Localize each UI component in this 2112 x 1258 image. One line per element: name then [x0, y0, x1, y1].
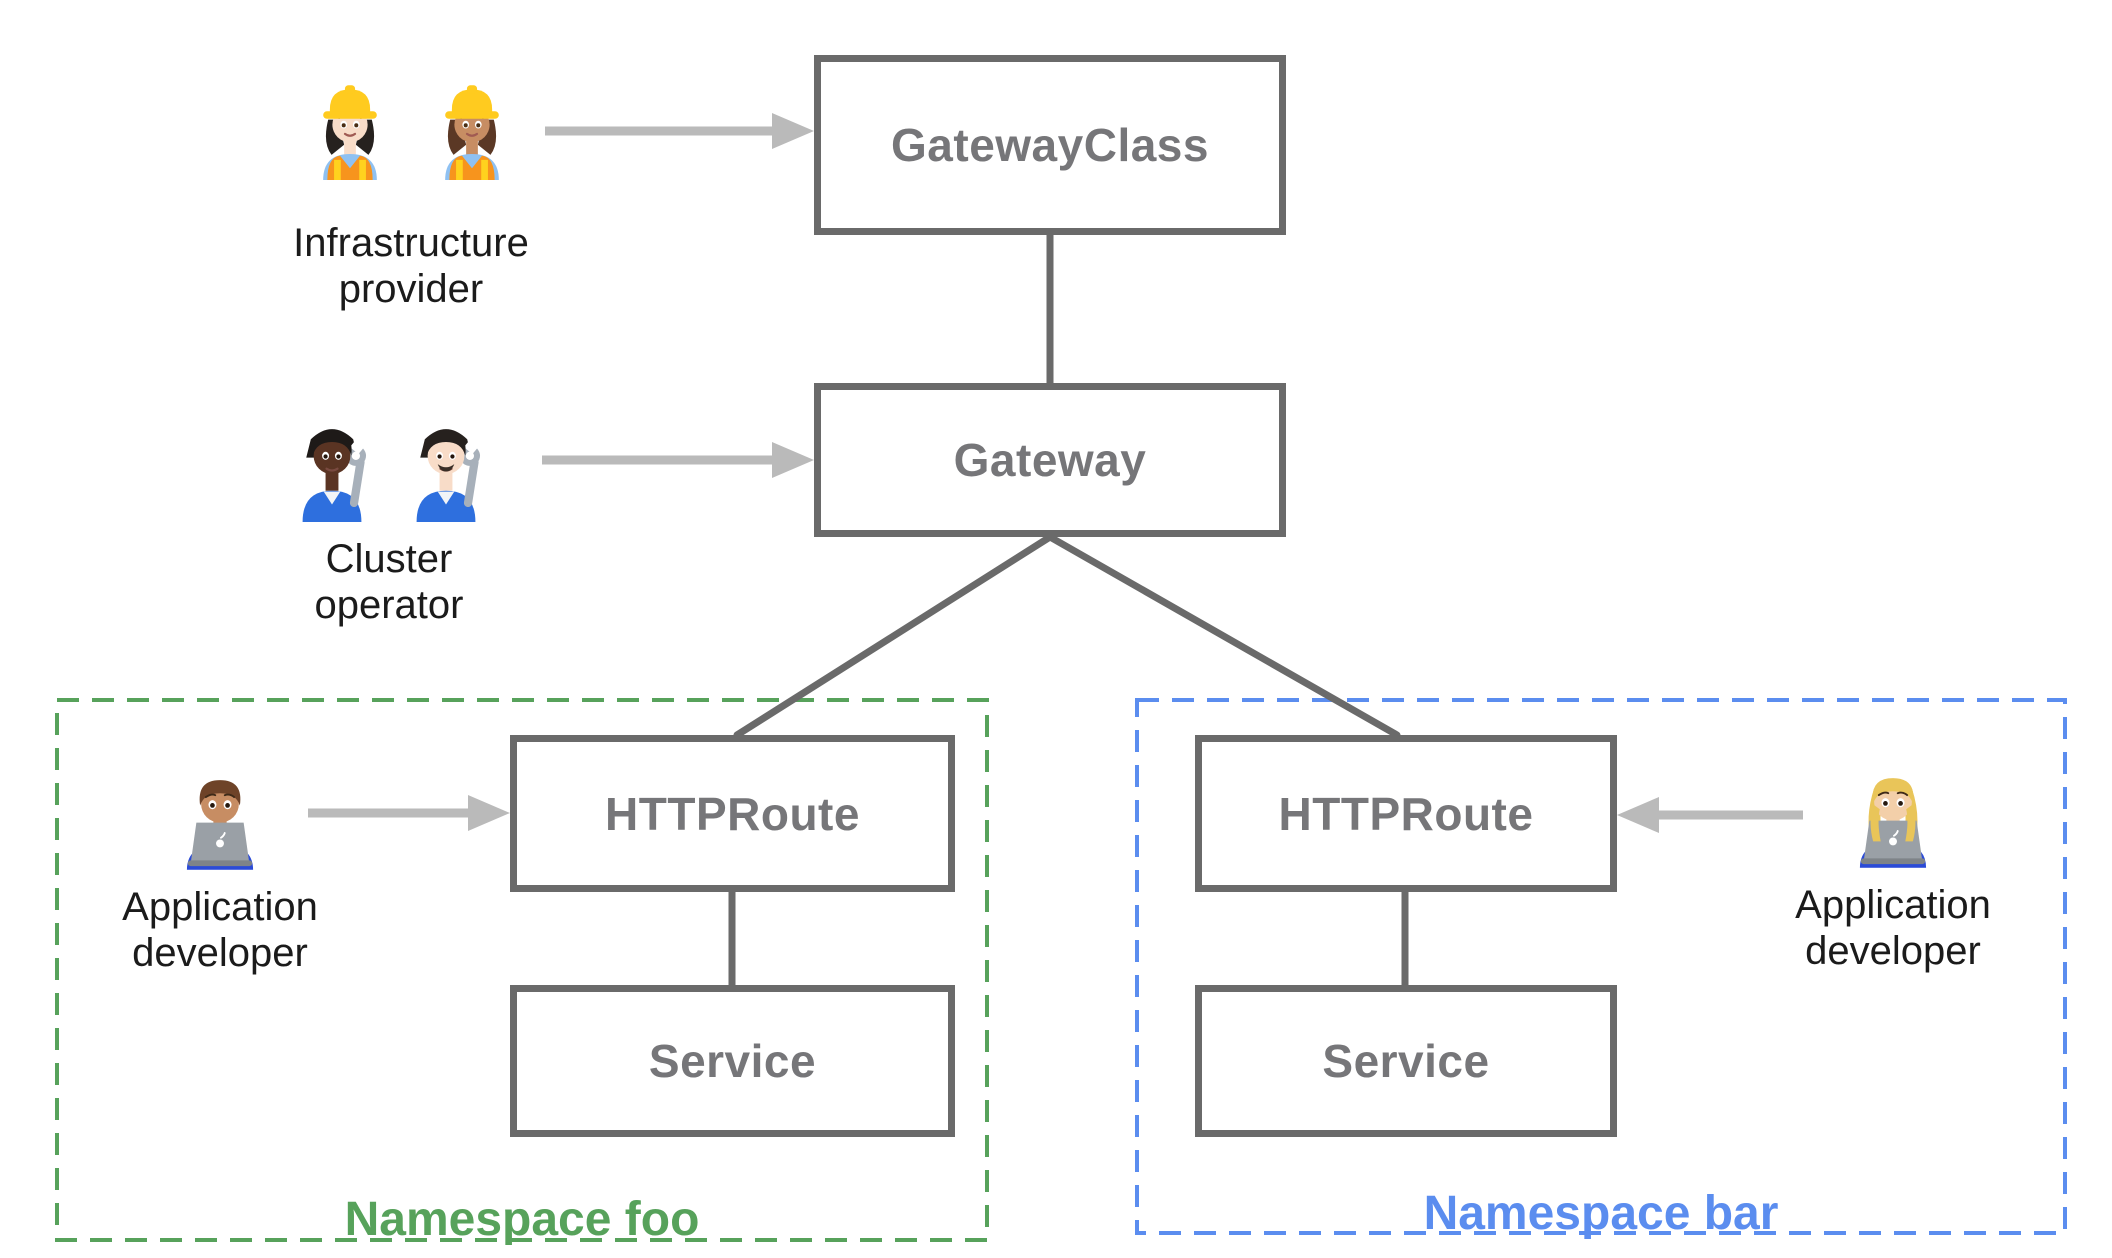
namespace-bar-label: Namespace bar: [1423, 1187, 1779, 1240]
service-bar-label: Service: [1322, 1035, 1490, 1087]
application-developer-bar-persona: Application developer: [1743, 760, 2043, 974]
cluster-operator-icons: [286, 408, 492, 522]
man-mechanic-light-skin-icon: [400, 408, 492, 522]
long-hair-left: [1870, 803, 1881, 842]
infrastructure-provider-persona: Infrastructure provider: [241, 76, 581, 312]
cluster-operator-persona: Cluster operator: [219, 408, 559, 628]
connector-gateway-httproute-foo: [733, 533, 1054, 739]
application-developer-foo-label: Application developer: [122, 885, 318, 975]
service-foo-node: Service: [510, 985, 955, 1137]
httproute-foo-node: HTTPRoute: [510, 735, 955, 892]
mechanic-dark-skin-icon: [286, 408, 378, 522]
woman-technologist-icon: [1841, 760, 1945, 868]
arrow-application-developer-to-httproute-foo: [308, 795, 510, 831]
woman-construction-worker-medium-skin-icon: [430, 76, 514, 180]
httproute-bar-label: HTTPRoute: [1278, 787, 1534, 840]
mustache: [437, 464, 455, 472]
gateway-label: Gateway: [953, 434, 1147, 486]
application-developer-foo-icons: [168, 762, 272, 870]
gatewayclass-label: GatewayClass: [891, 119, 1209, 171]
namespace-foo-label: Namespace foo: [344, 1193, 700, 1246]
man-technologist-icon: [168, 762, 272, 870]
namespace-bar-boundary: [1135, 698, 2067, 1235]
gateway-node: Gateway: [814, 383, 1286, 537]
infrastructure-provider-label: Infrastructure provider: [293, 221, 529, 311]
application-developer-bar-icons: [1841, 760, 1945, 868]
infrastructure-provider-icons: [308, 76, 514, 180]
arrow-application-developer-to-httproute-bar: [1617, 797, 1803, 833]
arrow-cluster-operator-to-gateway: [542, 442, 814, 478]
httproute-bar-node: HTTPRoute: [1195, 735, 1617, 892]
long-hair-right: [1905, 803, 1916, 842]
application-developer-foo-persona: Application developer: [70, 762, 370, 976]
cluster-operator-label: Cluster operator: [314, 537, 464, 627]
gatewayclass-node: GatewayClass: [814, 55, 1286, 235]
service-foo-label: Service: [648, 1035, 817, 1087]
service-bar-node: Service: [1195, 985, 1617, 1137]
namespace-foo-boundary: [55, 698, 989, 1242]
arrow-infrastructure-provider-to-gatewayclass: [545, 113, 814, 149]
connector-gateway-httproute-bar: [1046, 533, 1401, 739]
woman-construction-worker-light-skin-icon: [308, 76, 392, 180]
httproute-foo-label: HTTPRoute: [605, 787, 860, 840]
application-developer-bar-label: Application developer: [1795, 883, 1991, 973]
